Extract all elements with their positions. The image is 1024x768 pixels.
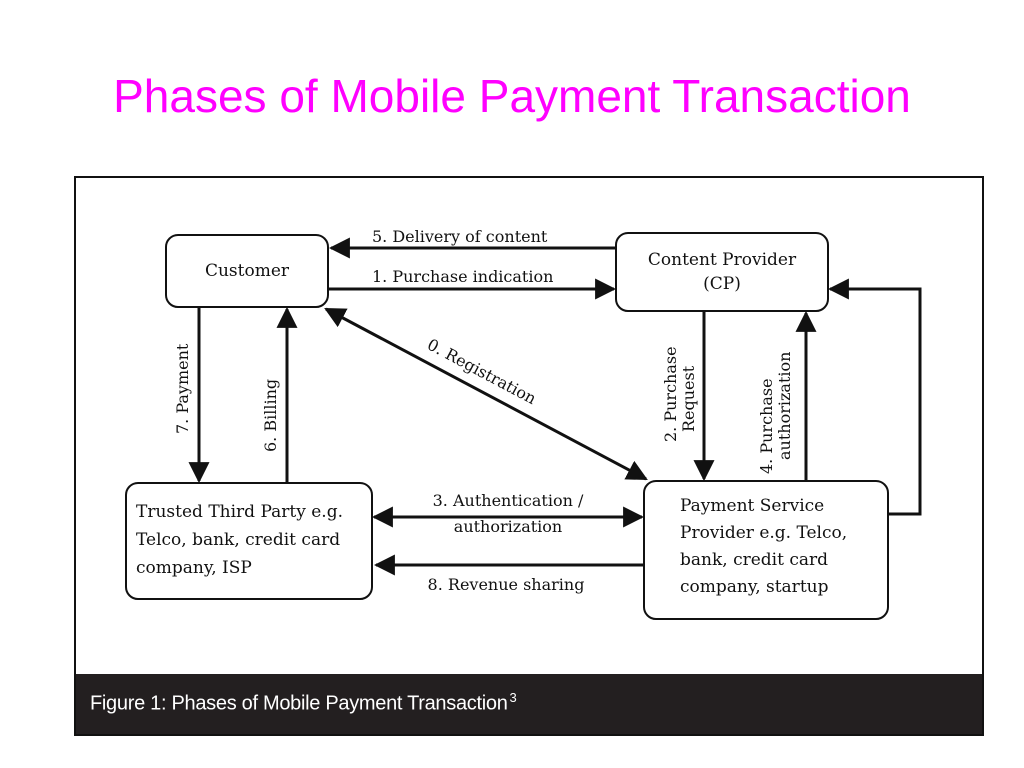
edge-authentication: 3. Authentication / authorization	[371, 491, 645, 536]
edge-1-label: 1. Purchase indication	[372, 267, 553, 286]
edge-5-label: 5. Delivery of content	[372, 227, 548, 246]
node-customer: Customer	[165, 234, 329, 308]
node-trusted-third-party: Trusted Third Party e.g. Telco, bank, cr…	[125, 482, 373, 600]
node-psp-line1: Payment Service	[680, 496, 824, 516]
figure-caption-text: Figure 1: Phases of Mobile Payment Trans…	[90, 692, 508, 715]
payment-flow-diagram: Customer Content Provider (CP) Trusted T…	[125, 227, 922, 620]
edge-delivery-of-content: 5. Delivery of content	[328, 227, 616, 259]
edge-2-label-line1: 2. Purchase	[661, 346, 680, 442]
node-content-provider: Content Provider (CP)	[615, 232, 829, 312]
edge-8-label: 8. Revenue sharing	[428, 575, 585, 594]
node-content-provider-box	[615, 232, 829, 312]
edge-revenue-sharing: 8. Revenue sharing	[373, 554, 644, 594]
node-customer-box	[165, 234, 329, 308]
figure-caption-bar: Figure 1: Phases of Mobile Payment Trans…	[76, 674, 982, 734]
edge-authorization-loop	[827, 278, 922, 516]
edge-registration: 0. Registration	[324, 307, 648, 481]
node-ttp-line1: Trusted Third Party e.g.	[136, 502, 343, 522]
edge-4-label-line2: authorization	[775, 352, 794, 460]
edge-4-label-line1: 4. Purchase	[757, 378, 776, 474]
node-customer-label: Customer	[205, 261, 290, 281]
node-trusted-third-party-box	[125, 482, 373, 600]
node-psp-line3: bank, credit card	[680, 550, 828, 570]
node-content-provider-line1: Content Provider	[648, 250, 797, 270]
node-psp-line2: Provider e.g. Telco,	[680, 523, 847, 543]
node-ttp-line3: company, ISP	[136, 558, 252, 578]
figure-panel: Customer Content Provider (CP) Trusted T…	[74, 176, 984, 736]
edge-loop-arrow	[827, 278, 922, 516]
edge-6-label: 6. Billing	[261, 379, 280, 452]
node-payment-service-provider: Payment Service Provider e.g. Telco, ban…	[643, 480, 889, 620]
edge-payment: 7. Payment	[173, 307, 210, 484]
figure-caption: Figure 1: Phases of Mobile Payment Trans…	[90, 690, 517, 716]
edge-purchase-authorization: 4. Purchase authorization	[757, 310, 817, 481]
node-ttp-line2: Telco, bank, credit card	[136, 530, 340, 550]
node-content-provider-line2: (CP)	[703, 274, 741, 294]
node-psp-line4: company, startup	[680, 577, 829, 597]
edge-billing: 6. Billing	[261, 306, 298, 483]
edge-3-label-line2: authorization	[454, 517, 562, 536]
edge-0-arrow	[324, 307, 648, 481]
edge-purchase-indication: 1. Purchase indication	[328, 267, 617, 300]
edge-3-label-line1: 3. Authentication /	[433, 491, 584, 510]
slide-title: Phases of Mobile Payment Transaction	[113, 70, 911, 122]
edge-2-label-line2: Request	[679, 365, 698, 432]
edge-purchase-request: 2. Purchase Request	[661, 311, 715, 482]
figure-caption-reference: 3	[509, 690, 517, 705]
node-psp-box	[643, 480, 889, 620]
edge-7-label: 7. Payment	[173, 343, 192, 434]
